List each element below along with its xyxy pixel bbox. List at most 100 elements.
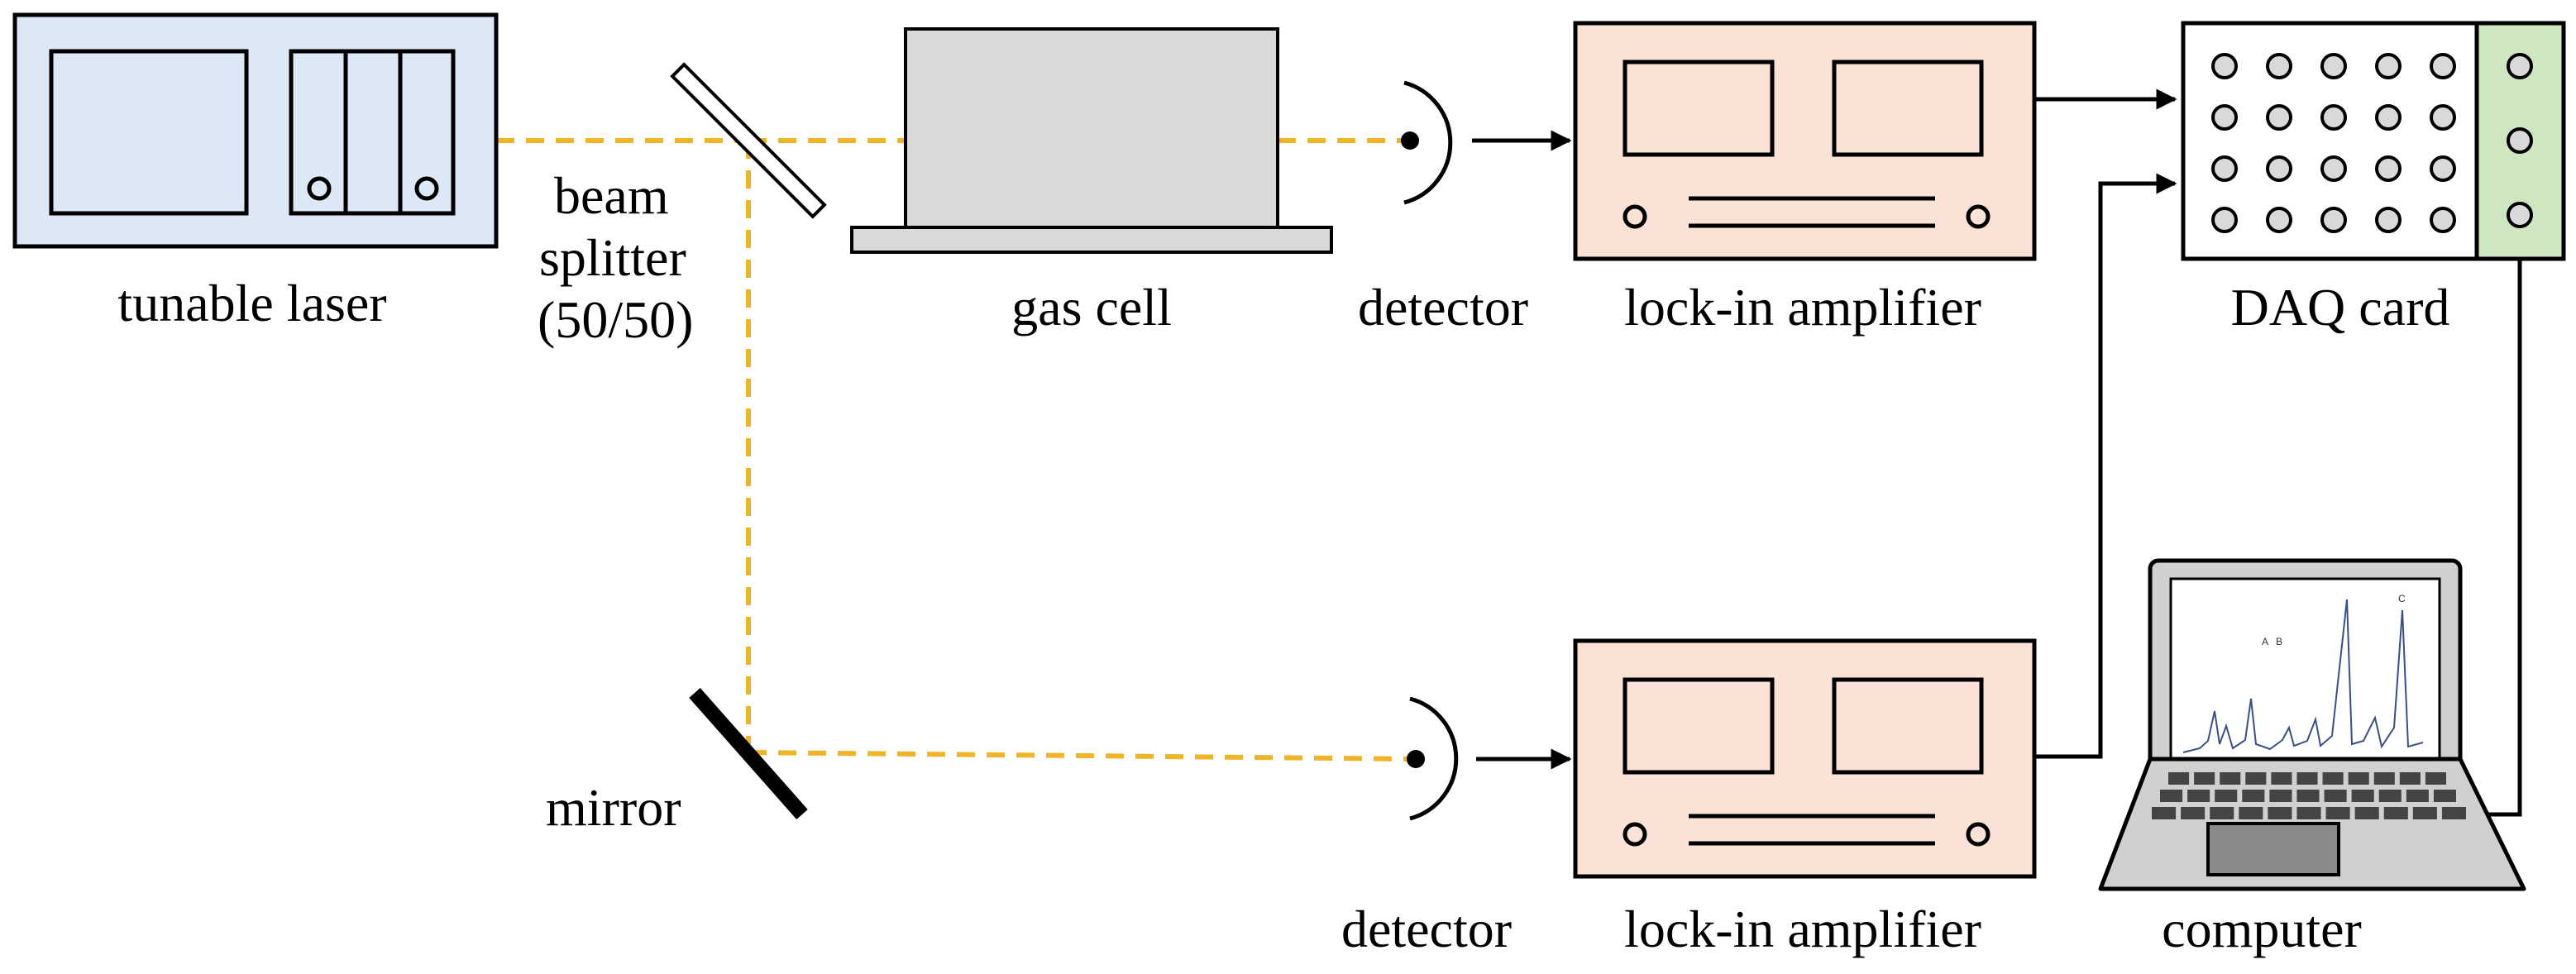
gas-cell	[850, 27, 1333, 254]
laptop-key	[2239, 807, 2263, 819]
laptop-key	[2378, 790, 2402, 802]
laptop-key	[2242, 790, 2265, 802]
laptop-key	[2245, 772, 2267, 785]
laptop-key	[2296, 790, 2320, 802]
detector-top-label: detector	[1357, 278, 1529, 337]
laptop-key	[2296, 807, 2321, 819]
laptop-key	[2412, 807, 2437, 819]
laptop-key	[2351, 790, 2374, 802]
laptop-key	[2168, 772, 2190, 785]
lockin-bottom-label: lock-in amplifier	[1624, 900, 1981, 958]
gas-cell-label: gas cell	[1011, 278, 1172, 337]
screen-marker-c: C	[2398, 593, 2406, 604]
lockin-amplifier-top	[1573, 21, 2037, 261]
daq-terminal-hole	[2320, 207, 2347, 233]
laptop-key	[2433, 790, 2456, 802]
laptop-key	[2269, 790, 2292, 802]
detector-top	[1401, 80, 1453, 205]
daq-terminal-holes	[2211, 53, 2456, 233]
daq-connector-hole	[2507, 202, 2533, 228]
daq-terminal-hole	[2211, 207, 2238, 233]
lockin-top-display-right	[1832, 60, 1984, 157]
daq-terminal-hole	[2266, 104, 2292, 131]
laptop-key	[2187, 790, 2210, 802]
laptop-keyboard	[2152, 772, 2466, 819]
computer-label: computer	[2162, 900, 2362, 958]
lockin-top-label: lock-in amplifier	[1624, 278, 1981, 337]
laptop-key	[2399, 772, 2421, 785]
daq-terminal-hole	[2211, 155, 2238, 182]
laptop-key	[2324, 790, 2347, 802]
laptop-key	[2152, 807, 2177, 819]
laptop-key	[2354, 807, 2379, 819]
laptop-key	[2220, 772, 2241, 785]
daq-connector-holes	[2507, 53, 2533, 228]
tunable-laser	[12, 12, 499, 249]
laptop-key	[2383, 807, 2408, 819]
laptop-touchpad	[2206, 822, 2340, 876]
laptop-key	[2348, 772, 2369, 785]
laptop-key	[2406, 790, 2429, 802]
laptop-key	[2441, 807, 2466, 819]
laser-knob-left	[307, 176, 332, 201]
wire-lockin-bottom-to-daq	[2034, 173, 2177, 759]
daq-terminal-hole	[2266, 207, 2292, 233]
beam-mirror-to-detector	[748, 750, 1417, 762]
laser-beam-paths	[496, 138, 1417, 762]
daq-terminal-hole	[2430, 155, 2456, 182]
tunable-laser-label: tunable laser	[117, 274, 387, 332]
laptop-screen	[2169, 577, 2441, 766]
laptop-key	[2268, 807, 2292, 819]
daq-terminal-hole	[2320, 53, 2347, 79]
daq-terminal-hole	[2211, 104, 2238, 131]
lockin-bottom-display-right	[1832, 677, 1984, 775]
laser-panel	[289, 49, 456, 216]
daq-terminal-hole	[2211, 53, 2238, 79]
laptop-key	[2215, 790, 2238, 802]
daq-terminal-hole	[2375, 53, 2402, 79]
lockin-bottom-display-left	[1623, 677, 1775, 775]
mirror-label: mirror	[546, 778, 681, 837]
daq-terminal-hole	[2375, 104, 2402, 131]
beam-splitter	[670, 62, 827, 219]
beam-splitter-label-line1: beam	[554, 166, 669, 225]
detector-bottom-label: detector	[1341, 900, 1513, 958]
daq-connector-hole	[2507, 127, 2533, 154]
daq-connector-hole	[2507, 53, 2533, 79]
beam-splitter-label-line3: (50/50)	[538, 290, 694, 349]
daq-terminal-hole	[2430, 207, 2456, 233]
daq-terminal-hole	[2320, 104, 2347, 131]
daq-terminal-hole	[2266, 155, 2292, 182]
daq-card	[2181, 21, 2566, 261]
daq-terminal-hole	[2430, 53, 2456, 79]
laptop-key	[2194, 772, 2215, 785]
detector-bottom	[1407, 696, 1459, 821]
laptop-key	[2181, 807, 2206, 819]
laptop-key	[2425, 772, 2446, 785]
laptop-key	[2325, 807, 2350, 819]
gas-cell-base	[850, 226, 1333, 254]
daq-terminal-hole	[2320, 155, 2347, 182]
screen-marker-b: B	[2276, 636, 2282, 647]
daq-terminal-hole	[2430, 104, 2456, 131]
mirror	[689, 688, 808, 819]
screen-marker-a: A	[2262, 636, 2268, 647]
laptop-key	[2296, 772, 2318, 785]
laser-display	[49, 49, 249, 216]
beam-splitter-label-line2: splitter	[539, 228, 686, 287]
laptop-key	[2373, 772, 2395, 785]
daq-terminal-hole	[2375, 207, 2402, 233]
laptop-key	[2210, 807, 2234, 819]
lockin-amplifier-bottom	[1573, 638, 2037, 879]
laptop-key	[2322, 772, 2344, 785]
laptop-key	[2271, 772, 2292, 785]
laser-knob-right	[414, 176, 439, 201]
laptop-key	[2160, 790, 2183, 802]
computer: A B C	[2098, 558, 2526, 891]
daq-card-label: DAQ card	[2230, 278, 2450, 337]
screen-spectrum-trace	[2182, 599, 2424, 753]
daq-terminal-hole	[2375, 155, 2402, 182]
lockin-top-display-left	[1623, 60, 1775, 157]
daq-terminal-hole	[2266, 53, 2292, 79]
